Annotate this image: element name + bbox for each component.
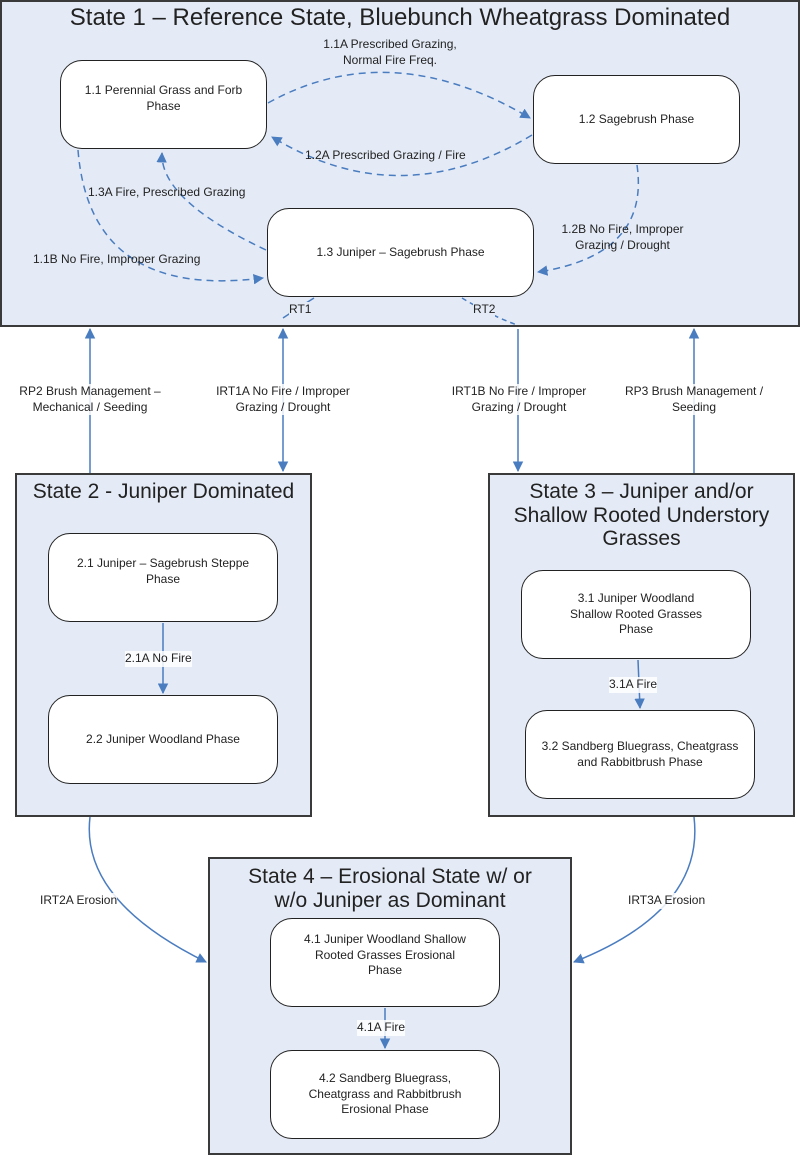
state-4-title: State 4 – Erosional State w/ or w/o Juni… [248, 865, 532, 912]
phase-2-1[interactable]: 2.1 Juniper – Sagebrush Steppe Phase [48, 533, 278, 622]
label-1-2A: 1.2A Prescribed Grazing / Fire [305, 148, 466, 162]
phase-4-1[interactable]: 4.1 Juniper Woodland Shallow Rooted Gras… [270, 918, 500, 1007]
label-irt2a: IRT2A Erosion [40, 893, 118, 909]
label-rt2: RT2 [473, 302, 496, 318]
label-2-1A: 2.1A No Fire [125, 651, 192, 667]
phase-3-1[interactable]: 3.1 Juniper Woodland Shallow Rooted Gras… [521, 570, 751, 659]
label-4-1A: 4.1A Fire [357, 1020, 406, 1036]
phase-1-1[interactable]: 1.1 Perennial Grass and Forb Phase [60, 60, 267, 149]
state-1-title: State 1 – Reference State, Bluebunch Whe… [69, 4, 731, 31]
state-2-title: State 2 - Juniper Dominated [32, 480, 295, 503]
label-irt1a: IRT1A No Fire / Improper Grazing / Droug… [200, 384, 366, 416]
phase-2-2[interactable]: 2.2 Juniper Woodland Phase [48, 695, 278, 784]
arrow-irt2a [88, 816, 207, 963]
arrow-irt3a [573, 816, 696, 964]
phase-1-2[interactable]: 1.2 Sagebrush Phase [533, 75, 740, 164]
label-3-1A: 3.1A Fire [609, 677, 658, 693]
phase-3-2[interactable]: 3.2 Sandberg Bluegrass, Cheatgrass and R… [525, 710, 755, 799]
label-1-3A: 1.3A Fire, Prescribed Grazing [88, 185, 246, 199]
label-irt1b: IRT1B No Fire / Improper Grazing / Droug… [436, 384, 602, 416]
phase-1-3[interactable]: 1.3 Juniper – Sagebrush Phase [267, 208, 534, 297]
state-3-title: State 3 – Juniper and/or Shallow Rooted … [513, 480, 770, 551]
phase-4-2[interactable]: 4.2 Sandberg Bluegrass, Cheatgrass and R… [270, 1050, 500, 1139]
label-1-2B: 1.2B No Fire, Improper Grazing / Drought [561, 222, 684, 252]
label-irt3a: IRT3A Erosion [628, 893, 706, 909]
label-rp2: RP2 Brush Management – Mechanical / Seed… [5, 384, 175, 416]
label-1-1A: 1.1A Prescribed Grazing, Normal Fire Fre… [323, 37, 457, 67]
label-1-1B: 1.1B No Fire, Improper Grazing [33, 252, 201, 266]
label-rp3: RP3 Brush Management / Seeding [606, 384, 782, 416]
label-rt1: RT1 [289, 302, 312, 318]
